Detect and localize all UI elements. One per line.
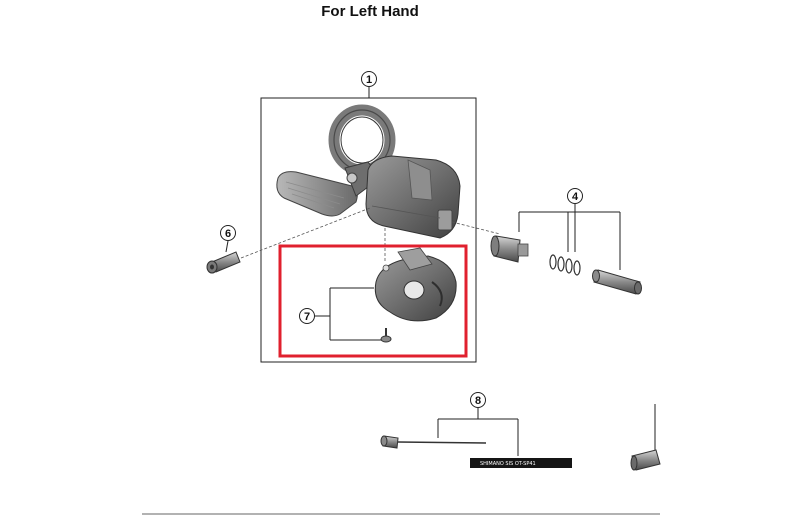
page-title: For Left Hand (321, 3, 419, 20)
callout-1-label: 1 (366, 74, 372, 86)
cable-print-text: SHIMANO SIS OT-SP41 (480, 461, 536, 467)
outer-cable-housing: SHIMANO SIS OT-SP41 (470, 458, 572, 468)
barrel-adjuster (490, 235, 529, 263)
adjuster-spring (549, 254, 581, 276)
callout-6: 6 (220, 225, 236, 253)
highlight-box-item-7 (278, 244, 468, 358)
callout-1: 1 (361, 71, 377, 98)
callout-7-label: 7 (304, 311, 310, 323)
shifter-lever-unit (276, 104, 461, 239)
callout-4: 4 (518, 188, 621, 270)
callout-8-label: 8 (475, 395, 481, 407)
cover-screw (380, 328, 392, 343)
indexing-cover-plate (374, 247, 457, 322)
clamp-bolt (206, 251, 241, 274)
callout-8: 8 (437, 392, 519, 456)
cable-sleeve (592, 269, 642, 295)
callout-4-label: 4 (572, 191, 579, 203)
inner-cable (380, 435, 487, 449)
partial-cable-end (630, 404, 661, 471)
assembly-box (260, 97, 477, 363)
callout-7: 7 (299, 287, 382, 341)
callout-6-label: 6 (225, 228, 231, 240)
